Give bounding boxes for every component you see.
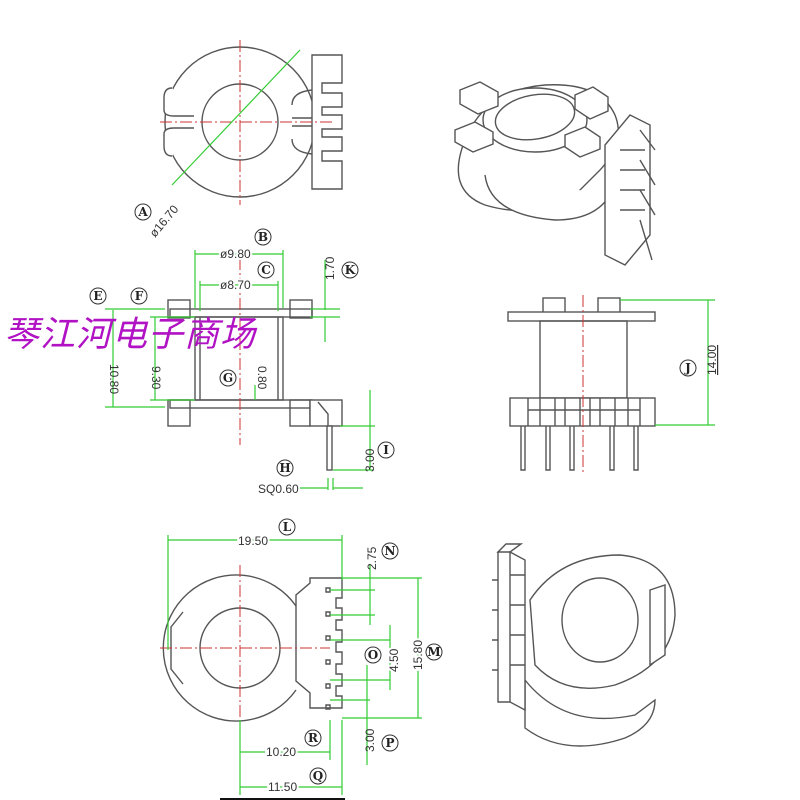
callout-letter: I <box>383 443 389 457</box>
front-view <box>105 250 375 490</box>
dimension-value: SQ0.60 <box>258 482 299 496</box>
callout-letter: L <box>283 520 292 534</box>
dim-B: B ø9.80 <box>218 228 272 263</box>
dim-K: K 1.70 <box>323 256 359 280</box>
callout-letter: F <box>135 289 144 303</box>
dim-P: P 3.00 <box>363 728 399 752</box>
callout-letter: B <box>258 230 268 244</box>
dim-L: L 19.50 <box>236 518 296 550</box>
callout-letter: Q <box>313 769 323 783</box>
dim-E: E 10.80 <box>89 287 121 394</box>
dim-J: J 14.00 <box>679 345 719 377</box>
dimension-value: 1.70 <box>323 256 337 280</box>
dim-A: A ø16.70 <box>134 202 182 240</box>
dim-H: H SQ0.60 <box>258 459 299 496</box>
dim-R: R 10.20 <box>264 729 322 761</box>
bottom-rule <box>220 798 345 800</box>
dimension-value: ø16.70 <box>147 202 182 240</box>
dimension-value: 0.80 <box>255 366 269 390</box>
dim-Q: Q 11.50 <box>266 767 327 796</box>
dim-C: C ø8.70 <box>218 261 275 294</box>
callout-letter: R <box>308 731 319 745</box>
watermark: 琴江河电子商场 <box>4 315 257 355</box>
dimension-value: 3.00 <box>363 728 377 752</box>
callout-letter: C <box>261 263 271 277</box>
dim-I: I 3.00 <box>363 441 395 472</box>
dim-O: O 4.50 <box>364 646 403 674</box>
dimension-value: ø8.70 <box>220 278 251 292</box>
dimension-value: 15.80 <box>411 640 425 670</box>
callout-letter: N <box>385 544 396 558</box>
side-view <box>507 295 715 475</box>
dim-G: G 0.80 <box>219 366 269 390</box>
dim-M: M 15.80 <box>409 638 443 672</box>
dimension-value: 19.50 <box>238 534 268 548</box>
dimension-value: 3.00 <box>363 448 377 472</box>
isometric-view-top <box>454 81 656 266</box>
dimension-value: ø9.80 <box>220 247 251 261</box>
callout-letter: P <box>385 736 394 750</box>
callout-letter: M <box>427 645 440 659</box>
top-view <box>160 40 343 205</box>
dimension-value: 2.75 <box>365 546 379 570</box>
callout-letter: O <box>368 648 378 662</box>
dim-N: N 2.75 <box>365 542 399 570</box>
dimension-value: 11.50 <box>268 780 297 794</box>
dimension-value: 9.30 <box>149 366 163 390</box>
bottom-view <box>160 535 422 800</box>
dim-F: F 9.30 <box>130 287 163 390</box>
callout-letter: E <box>93 289 102 303</box>
callout-circle <box>134 203 152 221</box>
dimension-value: 10.80 <box>107 364 121 394</box>
isometric-view-bottom <box>492 543 676 747</box>
dimension-value: 14.00 <box>705 345 719 375</box>
callout-letter: G <box>223 371 233 385</box>
callout-letter: J <box>684 361 691 375</box>
dimension-value: 4.50 <box>387 648 401 672</box>
dimension-value: 10.20 <box>266 745 296 759</box>
callout-letter: H <box>279 461 290 475</box>
callout-letter: K <box>345 263 356 277</box>
callout-letter: A <box>137 205 148 219</box>
